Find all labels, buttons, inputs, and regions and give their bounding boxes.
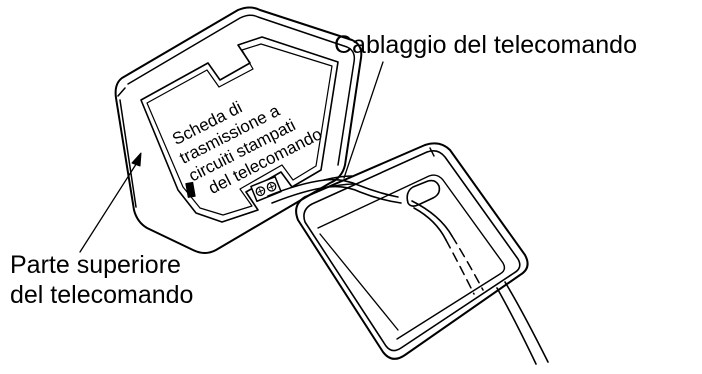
- top-part-inner-edge: [127, 14, 356, 166]
- bottom-part-inner-floor: [319, 233, 399, 331]
- leader-line-top-part: [79, 152, 142, 253]
- leader-arrowhead: [131, 152, 142, 167]
- top-part-label: Parte superiore del telecomando: [10, 250, 193, 310]
- bottom-part-inner-wall: [317, 174, 506, 340]
- terminal-screw-2: [266, 181, 277, 192]
- wire-exit-1: [504, 281, 549, 363]
- bottom-part-outer-edge: [295, 142, 529, 360]
- wire-1: [267, 178, 399, 198]
- leader-line-cable: [343, 61, 384, 179]
- wire-hidden-2: [445, 239, 475, 295]
- corner-notch: [429, 147, 435, 157]
- remote-wiring: [267, 175, 549, 365]
- top-part-label-line-1: Parte superiore: [10, 251, 181, 279]
- pcb-outline: [140, 36, 339, 223]
- cable-label: Cablaggio del telecomando: [334, 31, 637, 59]
- wire-3: [323, 175, 356, 188]
- remote-bottom-part: [295, 142, 529, 360]
- top-part-label-line-2: del telecomando: [10, 281, 194, 309]
- wire-exit-2: [496, 287, 537, 365]
- bottom-part-rim: [303, 150, 521, 352]
- wire-2: [271, 185, 402, 204]
- terminal-screw-1: [255, 186, 266, 197]
- top-part-outer-edge: [114, 6, 363, 254]
- pcb-connector: [185, 181, 196, 198]
- pcb-inner-outline: [146, 43, 333, 216]
- wire-hidden-1: [451, 235, 484, 291]
- mounting-hole: [406, 179, 441, 207]
- top-part-side-edge: [117, 87, 137, 208]
- wire-floor-1: [411, 200, 453, 237]
- wire-floor-2: [413, 207, 447, 241]
